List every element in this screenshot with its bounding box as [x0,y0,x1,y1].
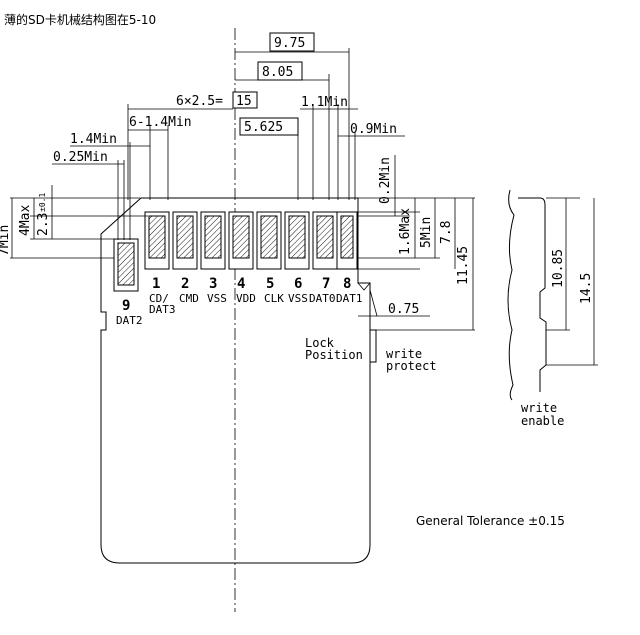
pin-5-number: 5 [266,276,274,292]
write-enable-label-1: write [521,401,557,415]
dim-11-45: 11.45 [456,246,471,285]
dim-7min: 7Min [0,225,12,256]
dim-10-85: 10.85 [551,249,566,288]
lock-label: Lock [305,336,335,350]
position-label: Position [305,348,363,362]
pin-1-number: 1 [152,276,160,292]
pin-4-number: 4 [237,276,245,292]
dim-2-3: 2.3 [36,213,51,236]
pin-3-label: VSS [207,292,227,305]
figure-caption: 薄的SD卡机械结构图在5-10 [4,13,157,27]
dim-8-05: 8.05 [262,65,293,80]
corner-chamfer [357,282,371,291]
pin-3-number: 3 [209,276,217,292]
right-dimensions: 0.2Min 1.6Max 5Min 7.8 11.45 [358,155,475,331]
dim-5-625: 5.625 [244,120,283,135]
dim-0-75-group: 0.75 [358,289,430,317]
dim-0-9min: 0.9Min [350,122,397,137]
write-protect-label-2: protect [386,359,437,373]
dim-7-8: 7.8 [439,221,454,244]
dim-0-75: 0.75 [388,302,419,317]
dim-2-3-tolerance: ±0.1 [38,193,47,212]
dim-0-2min: 0.2Min [378,157,393,204]
pin-5-label: CLK [264,292,284,305]
dim-9-75: 9.75 [274,36,305,51]
pin-8-label: DAT1 [336,292,363,305]
dim-5min: 5Min [419,217,434,248]
dim-0-25min: 0.25Min [53,150,108,165]
write-protect-label-1: write [386,347,422,361]
pin-9-number: 9 [122,298,130,314]
pin-7-label: DAT0 [309,292,336,305]
card-outline [100,197,371,564]
pin-6-label: VSS [288,292,308,305]
dim-4max: 4Max [18,205,33,236]
dim-14-5: 14.5 [579,273,594,304]
pin-6-number: 6 [294,276,302,292]
pin-1-label2: DAT3 [149,303,176,316]
pin-1-label: CD/ [149,292,169,305]
dim-1-6max: 1.6Max [398,208,413,255]
dim-1-4min: 1.4Min [70,132,117,147]
dim-15: 15 [236,94,252,109]
dim-6x2-5: 6×2.5= [176,94,223,109]
top-dimensions: 9.75 8.05 6×2.5= 15 1.1Min 5.625 6-1.4Mi… [52,32,405,240]
pin-contacts [113,211,358,292]
write-enable-label-2: enable [521,414,564,428]
pin-4-label: VDD [236,292,256,305]
pin-2-label: CMD [179,292,199,305]
pin-9-label: DAT2 [116,314,143,327]
left-dimensions: 4Max 2.3 ±0.1 7Min [0,185,148,259]
pin-2-number: 2 [181,276,189,292]
dim-6-1-4min: 6-1.4Min [129,115,192,130]
dim-1-1min: 1.1Min [301,95,348,110]
pin-7-number: 7 [322,276,330,292]
general-tolerance-note: General Tolerance ±0.15 [416,514,565,528]
write-protect-notch [370,329,377,363]
side-view: 10.85 14.5 [507,189,598,401]
pin-8-number: 8 [343,276,351,292]
